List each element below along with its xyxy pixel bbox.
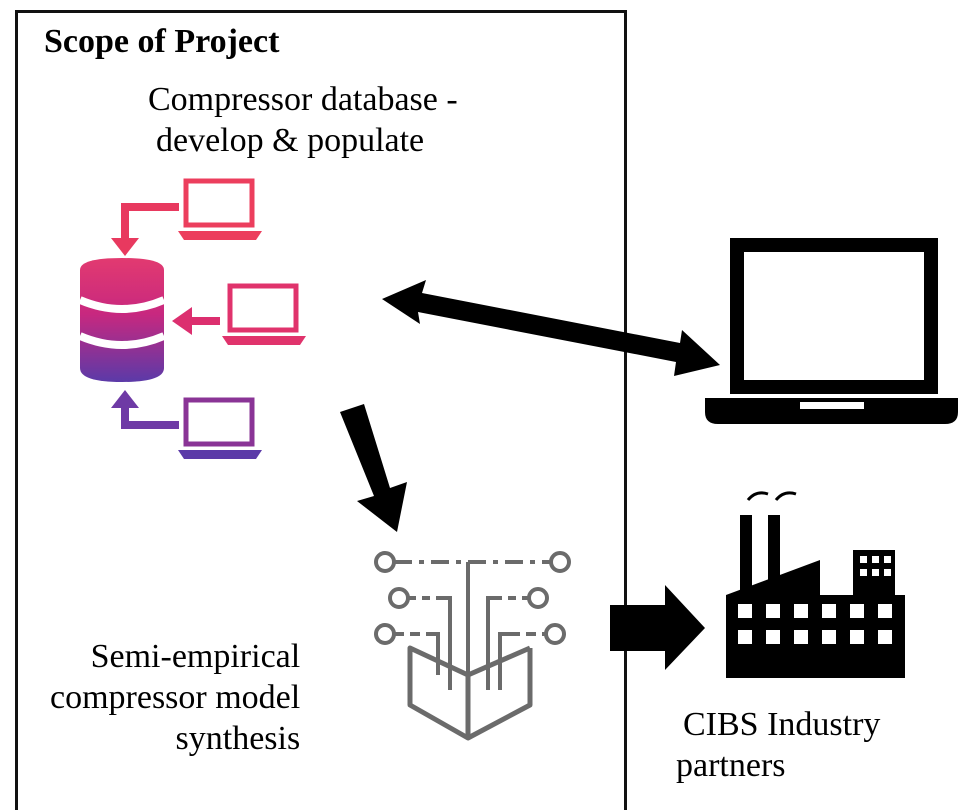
- database-icon: [78, 258, 166, 382]
- laptop-icon: [222, 283, 306, 345]
- partners-label-line-1: CIBS Industry: [683, 706, 881, 743]
- factory-icon: [726, 491, 905, 678]
- model-label-line-3: synthesis: [175, 719, 301, 757]
- scope-of-project-box: [15, 10, 627, 810]
- bidirectional-arrow: [382, 280, 720, 376]
- arrow-icon: [111, 203, 179, 256]
- database-title: Compressor database - develop & populate: [148, 80, 458, 162]
- database-title-line-2: develop & populate: [156, 121, 425, 159]
- scope-title: Scope of Project: [44, 23, 280, 60]
- partners-label-line-2: partners: [676, 746, 786, 784]
- model-label-line-1: Semi-empirical: [90, 638, 301, 675]
- model-label: Semi-empirical compressor model synthesi…: [50, 637, 300, 759]
- laptop-icon: [178, 178, 262, 240]
- arrow-icon: [340, 404, 407, 532]
- model-synthesis-icon: [374, 551, 571, 741]
- laptop-icon: [178, 397, 262, 459]
- partners-label: CIBS Industry partners: [676, 705, 881, 787]
- arrow-icon: [111, 390, 179, 429]
- arrow-icon: [172, 307, 220, 335]
- model-label-line-2: compressor model: [50, 678, 301, 716]
- laptop-icon: [705, 238, 958, 424]
- database-title-line-1: Compressor database -: [148, 81, 458, 118]
- arrow-icon: [610, 585, 705, 670]
